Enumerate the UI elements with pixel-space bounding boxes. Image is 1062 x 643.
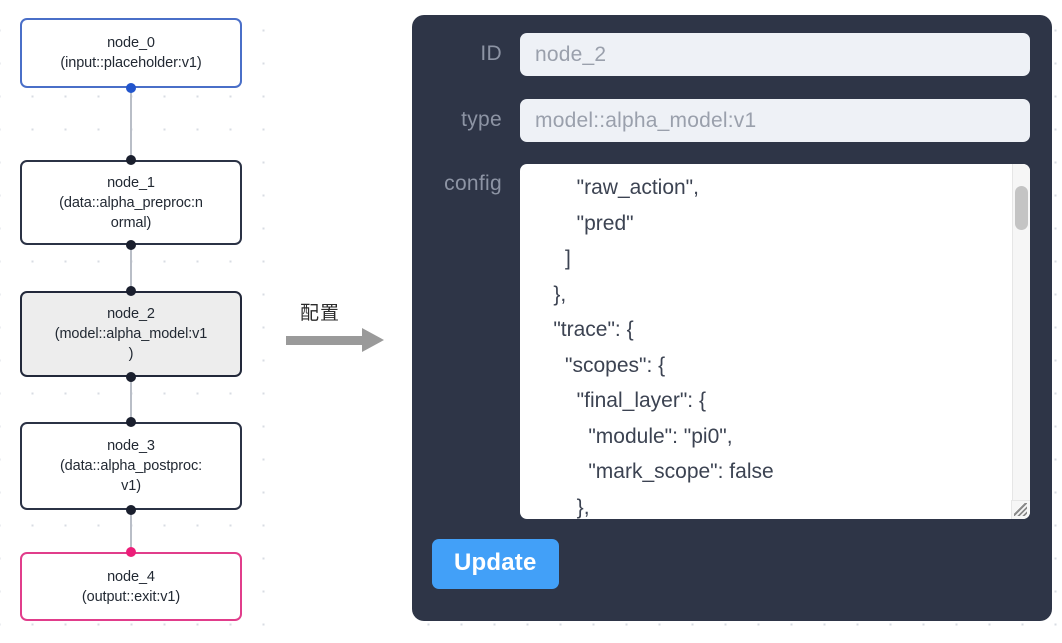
type-field-label: type: [461, 108, 502, 131]
arrow-shaft-icon: [286, 336, 364, 345]
arrow-head-icon: [362, 328, 384, 352]
transition-arrow-group: 配置: [286, 298, 394, 360]
field-row-type: type model::alpha_model:v1: [412, 99, 1030, 142]
node-handle-node_2-in[interactable]: [126, 286, 136, 296]
edge-node3-node4: [130, 510, 132, 552]
transition-label: 配置: [300, 302, 341, 324]
graph-node-node_3[interactable]: node_3 (data::alpha_postproc: v1): [20, 422, 242, 510]
graph-node-node_4[interactable]: node_4 (output::exit:v1): [20, 552, 242, 621]
canvas-gutter: [268, 0, 400, 643]
graph-node-node_0[interactable]: node_0 (input::placeholder:v1): [20, 18, 242, 88]
type-input[interactable]: model::alpha_model:v1: [520, 99, 1030, 142]
id-field-label: ID: [480, 42, 502, 65]
edge-node0-node1: [130, 88, 132, 160]
graph-node-node_2[interactable]: node_2 (model::alpha_model:v1 ): [20, 291, 242, 377]
config-resize-handle[interactable]: [1011, 500, 1030, 519]
node-handle-node_1-in[interactable]: [126, 155, 136, 165]
edge-node1-node2: [130, 245, 132, 291]
update-button[interactable]: Update: [432, 539, 559, 589]
field-row-config: config "raw_action", "pred" ] }, "trace"…: [412, 164, 1030, 519]
edge-node2-node3: [130, 377, 132, 422]
config-textarea-wrapper[interactable]: "raw_action", "pred" ] }, "trace": { "sc…: [520, 164, 1030, 519]
graph-node-node_1[interactable]: node_1 (data::alpha_preproc:n ormal): [20, 160, 242, 245]
node-config-panel: ID node_2 type model::alpha_model:v1 con…: [412, 15, 1052, 621]
config-field-label: config: [444, 172, 502, 195]
config-scrollbar-thumb[interactable]: [1015, 186, 1028, 230]
node-handle-node_3-in[interactable]: [126, 417, 136, 427]
node-handle-node_0-out[interactable]: [126, 83, 136, 93]
node-handle-node_2-out[interactable]: [126, 372, 136, 382]
node-handle-node_3-out[interactable]: [126, 505, 136, 515]
config-scrollbar[interactable]: [1012, 164, 1030, 501]
node-handle-node_4-in[interactable]: [126, 547, 136, 557]
id-input[interactable]: node_2: [520, 33, 1030, 76]
config-textarea[interactable]: "raw_action", "pred" ] }, "trace": { "sc…: [553, 176, 774, 519]
field-row-id: ID node_2: [412, 33, 1030, 76]
node-handle-node_1-out[interactable]: [126, 240, 136, 250]
